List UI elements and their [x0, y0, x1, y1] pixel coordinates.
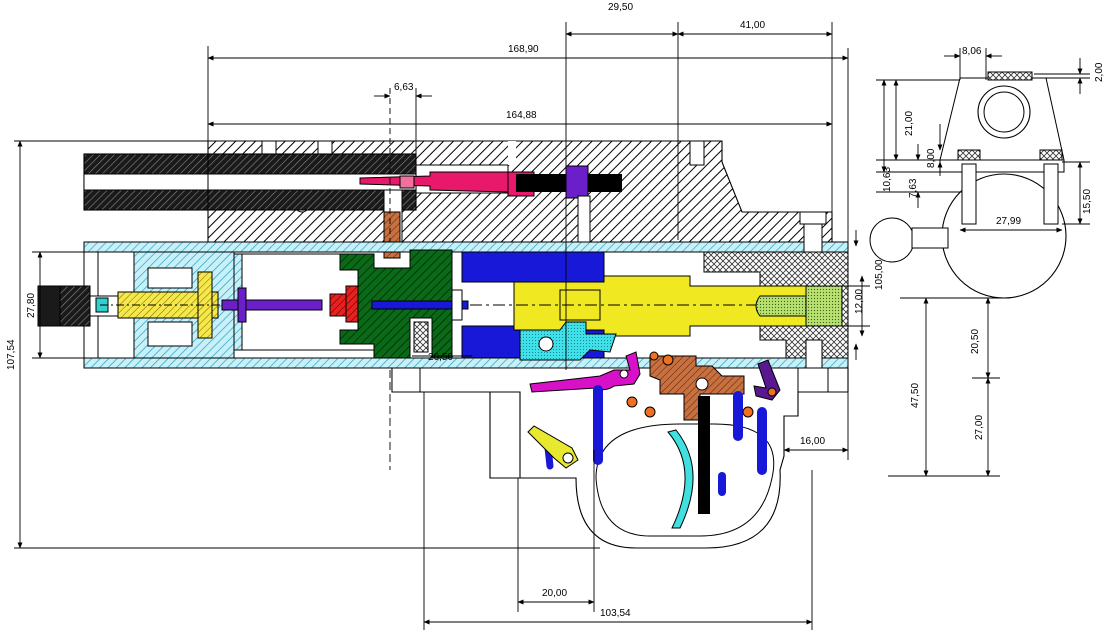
dim-27-00: 27,00	[974, 415, 985, 440]
orange-pin-2	[644, 406, 656, 418]
dim-6-63: 6,63	[394, 82, 414, 93]
piston-assembly	[100, 251, 260, 359]
dim-47-50: 47,50	[910, 383, 921, 408]
purple-clamp	[565, 165, 589, 199]
dim-105-00: 105,00	[874, 259, 885, 290]
olive-plug	[755, 295, 809, 317]
dim-2-00: 2,00	[1094, 62, 1105, 82]
blue-firing-rod	[371, 300, 469, 310]
dim-21-00: 21,00	[904, 111, 915, 136]
orange-pin-3	[742, 406, 754, 418]
end-view-bore	[977, 85, 1031, 139]
blue-block-upper	[461, 251, 605, 283]
dim-103-54: 103,54	[600, 608, 631, 619]
dim-15-50: 15,50	[1082, 189, 1093, 214]
dim-20-00: 20,00	[542, 588, 567, 599]
dim-164-88: 164,88	[506, 110, 537, 121]
dim-10-63: 10,63	[882, 167, 893, 192]
main-dimensions	[14, 22, 870, 630]
black-vertical-rod	[698, 396, 710, 514]
dim-20-50: 20,50	[970, 329, 981, 354]
dim-26-50: 26,50	[428, 352, 453, 363]
dim-8-00: 8,00	[926, 148, 937, 168]
dim-107-54: 107,54	[6, 339, 17, 370]
dimension-labels: 29,50 41,00 168,90 6,63 164,88 107,54 27…	[6, 2, 1105, 619]
dim-7-63: 7,63	[908, 178, 919, 198]
dim-27-80: 27,80	[26, 293, 37, 318]
dim-8-06: 8,06	[962, 46, 982, 57]
side-knob	[869, 217, 915, 263]
dim-168-90: 168,90	[508, 44, 539, 55]
dim-29-50: 29,50	[608, 2, 633, 13]
dim-41-00: 41,00	[740, 20, 765, 31]
right-end-block	[703, 251, 849, 359]
dim-27-99: 27,99	[996, 216, 1021, 227]
end-view	[869, 48, 1090, 477]
orange-pin-1	[626, 396, 638, 408]
end-cap	[37, 285, 61, 327]
side-view	[37, 140, 849, 549]
purple-rod	[221, 287, 323, 323]
dim-12-00: 12,00	[854, 289, 865, 314]
cyan-trigger-blade	[667, 429, 694, 529]
dim-16-00: 16,00	[800, 436, 825, 447]
